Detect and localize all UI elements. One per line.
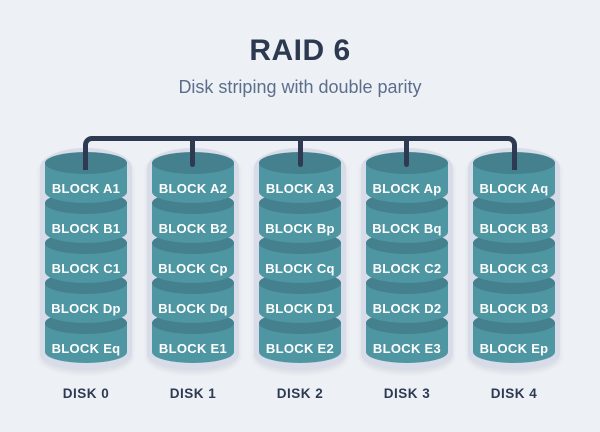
block-label: BLOCK Eq bbox=[51, 341, 121, 356]
cylinder-stack: BLOCK A1 BLOCK B1 BLOCK C1 bbox=[45, 148, 127, 363]
block-label: BLOCK Cq bbox=[265, 261, 335, 276]
page-title: RAID 6 bbox=[249, 34, 351, 67]
disk-column-4: BLOCK Aq BLOCK B3 BLOCK C3 bbox=[468, 148, 560, 401]
disk-block: BLOCK E3 bbox=[366, 312, 448, 363]
block-label: BLOCK Ap bbox=[372, 181, 442, 196]
disk-row: BLOCK A1 BLOCK B1 BLOCK C1 bbox=[40, 148, 560, 401]
block-label: BLOCK D2 bbox=[372, 301, 442, 316]
disk-block: BLOCK B3 bbox=[473, 192, 555, 243]
block-label: BLOCK C2 bbox=[372, 261, 442, 276]
disk-label: DISK 4 bbox=[490, 386, 538, 401]
block-label: BLOCK D1 bbox=[265, 301, 335, 316]
block-label: BLOCK E2 bbox=[265, 341, 335, 356]
disk-block: BLOCK D1 bbox=[259, 272, 341, 323]
block-label: BLOCK E1 bbox=[158, 341, 228, 356]
disk-block: BLOCK Eq bbox=[45, 312, 127, 363]
disk-block: BLOCK E2 bbox=[259, 312, 341, 363]
cylinder-stack: BLOCK A3 BLOCK Bp BLOCK Cq bbox=[259, 148, 341, 363]
block-label: BLOCK A1 bbox=[51, 181, 121, 196]
disk-block: BLOCK Dq bbox=[152, 272, 234, 323]
disk-shell: BLOCK A3 BLOCK Bp BLOCK Cq bbox=[254, 148, 346, 370]
disk-block: BLOCK Bp bbox=[259, 192, 341, 243]
disk-label: DISK 1 bbox=[169, 386, 217, 401]
disk-block: BLOCK C2 bbox=[366, 232, 448, 283]
bus-drop-line-disk3 bbox=[404, 138, 409, 167]
block-label: BLOCK Aq bbox=[479, 181, 549, 196]
cylinder-stack: BLOCK Aq BLOCK B3 BLOCK C3 bbox=[473, 148, 555, 363]
block-label: BLOCK Ep bbox=[479, 341, 549, 356]
disk-block: BLOCK D3 bbox=[473, 272, 555, 323]
block-label: BLOCK Dp bbox=[51, 301, 121, 316]
disk-block: BLOCK E1 bbox=[152, 312, 234, 363]
disk-block: BLOCK Dp bbox=[45, 272, 127, 323]
disk-block: BLOCK Cp bbox=[152, 232, 234, 283]
disk-shell: BLOCK A2 BLOCK B2 BLOCK Cp bbox=[147, 148, 239, 370]
disk-column-0: BLOCK A1 BLOCK B1 BLOCK C1 bbox=[40, 148, 132, 401]
raid-diagram: BLOCK A1 BLOCK B1 BLOCK C1 bbox=[40, 132, 560, 401]
disk-label: DISK 3 bbox=[383, 386, 431, 401]
disk-label: DISK 0 bbox=[62, 386, 110, 401]
block-label: BLOCK A3 bbox=[265, 181, 335, 196]
block-label: BLOCK Cp bbox=[158, 261, 228, 276]
block-label: BLOCK Bp bbox=[265, 221, 335, 236]
disk-column-1: BLOCK A2 BLOCK B2 BLOCK Cp bbox=[147, 148, 239, 401]
disk-shell: BLOCK Ap BLOCK Bq BLOCK C2 bbox=[361, 148, 453, 370]
cylinder-stack: BLOCK Ap BLOCK Bq BLOCK C2 bbox=[366, 148, 448, 363]
cylinder-stack: BLOCK A2 BLOCK B2 BLOCK Cp bbox=[152, 148, 234, 363]
page-subtitle: Disk striping with double parity bbox=[178, 77, 422, 97]
disk-block: BLOCK C1 bbox=[45, 232, 127, 283]
block-label: BLOCK E3 bbox=[372, 341, 442, 356]
disk-column-3: BLOCK Ap BLOCK Bq BLOCK C2 bbox=[361, 148, 453, 401]
bus-drop-line-disk2 bbox=[298, 138, 303, 167]
disk-block: BLOCK Ep bbox=[473, 312, 555, 363]
block-label: BLOCK Dq bbox=[158, 301, 228, 316]
block-label: BLOCK D3 bbox=[479, 301, 549, 316]
disk-column-2: BLOCK A3 BLOCK Bp BLOCK Cq bbox=[254, 148, 346, 401]
disk-block: BLOCK A2 bbox=[152, 152, 234, 203]
block-label: BLOCK A2 bbox=[158, 181, 228, 196]
disk-block: BLOCK Bq bbox=[366, 192, 448, 243]
bus-drop-line-disk1 bbox=[190, 138, 195, 167]
disk-block: BLOCK B2 bbox=[152, 192, 234, 243]
disk-block: BLOCK B1 bbox=[45, 192, 127, 243]
disk-block: BLOCK D2 bbox=[366, 272, 448, 323]
block-label: BLOCK B1 bbox=[51, 221, 121, 236]
disk-label: DISK 2 bbox=[276, 386, 324, 401]
block-label: BLOCK B2 bbox=[158, 221, 228, 236]
block-label: BLOCK C3 bbox=[479, 261, 549, 276]
disk-shell: BLOCK Aq BLOCK B3 BLOCK C3 bbox=[468, 148, 560, 370]
block-label: BLOCK C1 bbox=[51, 261, 121, 276]
disk-shell: BLOCK A1 BLOCK B1 BLOCK C1 bbox=[40, 148, 132, 370]
block-label: BLOCK Bq bbox=[372, 221, 442, 236]
disk-block: BLOCK Cq bbox=[259, 232, 341, 283]
block-label: BLOCK B3 bbox=[479, 221, 549, 236]
disk-block: BLOCK C3 bbox=[473, 232, 555, 283]
